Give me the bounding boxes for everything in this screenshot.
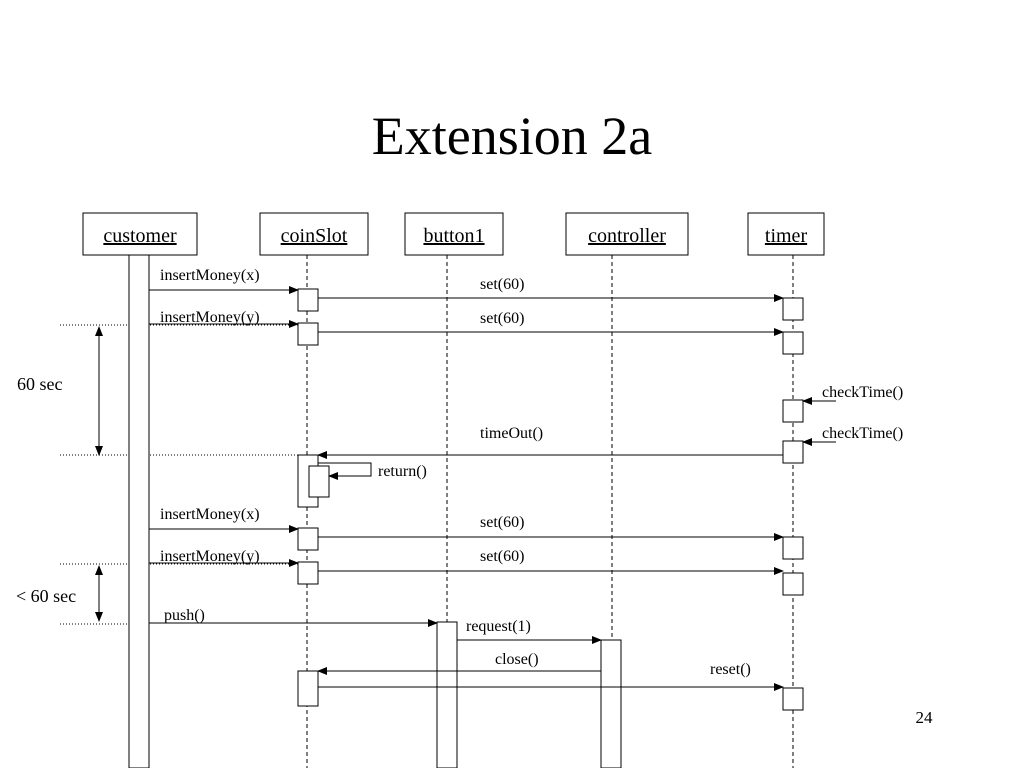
activation-timer [782,297,804,321]
message-set-60-1: set(60) [318,276,784,302]
activation-timer [782,331,804,355]
slide-title: Extension 2a [371,106,653,166]
svg-text:timeOut(): timeOut() [480,425,543,442]
activation-coinslot [297,670,319,707]
message-check-time-2: checkTime() [802,425,903,446]
svg-text:60 sec: 60 sec [17,374,62,394]
svg-text:checkTime(): checkTime() [822,384,903,401]
object-customer: customer [82,212,198,256]
svg-text:push(): push() [164,607,205,624]
svg-text:close(): close() [495,651,539,668]
object-timer: timer [747,212,825,256]
message-check-time-1: checkTime() [802,384,903,405]
message-insert-money-x-2: insertMoney(x) [149,506,299,533]
message-request: request(1) [457,618,602,644]
message-close: close() [317,651,601,675]
svg-text:set(60): set(60) [480,310,524,327]
svg-text:insertMoney(y): insertMoney(y) [160,548,260,565]
message-set-60-2: set(60) [318,310,784,336]
message-reset: reset() [318,661,784,691]
object-label-button1: button1 [423,225,484,247]
activation-timer [782,572,804,596]
activation-button1 [436,621,458,768]
activation-controller [600,639,622,768]
object-label-timer: timer [765,225,808,247]
page-number: 24 [915,708,933,727]
activation-coinslot-nested [308,465,330,498]
activation-coinslot [297,322,319,346]
object-label-customer: customer [103,225,177,247]
message-push: push() [149,607,438,627]
activation-coinslot [297,561,319,585]
svg-text:reset(): reset() [710,661,751,678]
svg-text:checkTime(): checkTime() [822,425,903,442]
duration-less-60-sec: < 60 sec [16,565,103,622]
svg-text:set(60): set(60) [480,276,524,293]
activation-timer [782,687,804,711]
message-return: return() [318,462,427,480]
svg-text:insertMoney(y): insertMoney(y) [160,309,260,326]
activation-timer [782,536,804,560]
message-time-out: timeOut() [317,425,783,459]
object-label-controller: controller [588,225,666,247]
message-set-60-4: set(60) [318,548,784,575]
message-insert-money-y-2: insertMoney(y) [149,548,299,567]
activation-customer [128,254,150,768]
svg-text:return(): return() [378,463,427,480]
activation-timer [782,440,804,464]
activation-timer [782,399,804,423]
svg-text:request(1): request(1) [466,618,531,635]
object-label-coinslot: coinSlot [281,225,348,247]
message-insert-money-y-1: insertMoney(y) [149,309,299,328]
svg-text:insertMoney(x): insertMoney(x) [160,506,260,523]
activation-coinslot [297,288,319,312]
object-controller: controller [565,212,689,256]
svg-text:set(60): set(60) [480,548,524,565]
message-insert-money-x-1: insertMoney(x) [149,267,299,294]
object-button1: button1 [404,212,504,256]
activation-coinslot [297,527,319,551]
duration-60-sec: 60 sec [17,326,103,456]
svg-text:< 60 sec: < 60 sec [16,586,76,606]
object-coinslot: coinSlot [259,212,369,256]
message-set-60-3: set(60) [318,514,784,541]
svg-text:insertMoney(x): insertMoney(x) [160,267,260,284]
svg-text:set(60): set(60) [480,514,524,531]
